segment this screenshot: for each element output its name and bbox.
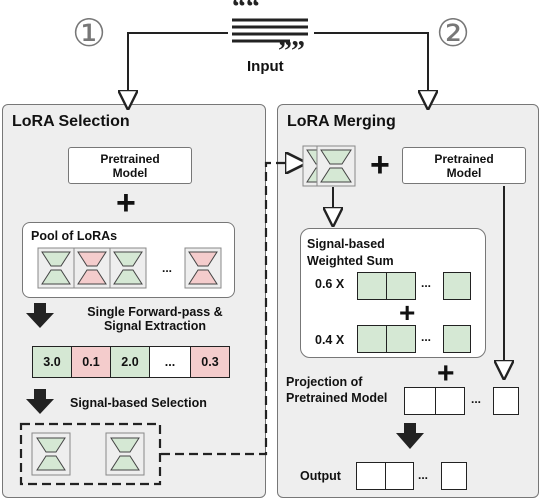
lora-selection-title: LoRA Selection bbox=[12, 113, 130, 130]
coefficient-label-1: 0.6 X bbox=[315, 277, 345, 291]
svg-text:“: “ bbox=[232, 0, 246, 23]
pretrained-model-box-right: Pretrained Model bbox=[402, 147, 526, 184]
selected-lora-icon bbox=[31, 432, 71, 476]
signal-selection-label: Signal-based Selection bbox=[70, 396, 207, 410]
svg-text:”: ” bbox=[278, 36, 292, 67]
weighted-sum-title: Signal-based Weighted Sum bbox=[307, 237, 394, 268]
score-cell: 3.0 bbox=[32, 346, 72, 378]
weighted-cell bbox=[386, 272, 416, 300]
lora-merging-title: LoRA Merging bbox=[287, 113, 396, 130]
weighted-cell bbox=[386, 325, 416, 353]
weighted-cell bbox=[357, 325, 387, 353]
projection-label: Projection of Pretrained Model bbox=[286, 375, 388, 405]
score-cell: 0.1 bbox=[71, 346, 111, 378]
weighted-ellipsis-2: ... bbox=[421, 330, 432, 344]
plus-sign-projection: + bbox=[437, 357, 455, 390]
input-arrow-left bbox=[128, 32, 228, 100]
step-2-marker: ② bbox=[436, 13, 471, 55]
selection-to-merging-connector bbox=[161, 163, 296, 456]
down-arrow-output bbox=[396, 423, 424, 449]
pool-of-loras-title: Pool of LoRAs bbox=[31, 229, 118, 243]
output-label: Output bbox=[300, 469, 341, 483]
plus-sign-weighted: + bbox=[399, 297, 416, 328]
coefficient-label-2: 0.4 X bbox=[315, 333, 345, 347]
input-label: Input bbox=[247, 58, 284, 75]
pool-ellipsis: ... bbox=[162, 261, 173, 275]
weighted-ellipsis-1: ... bbox=[421, 276, 432, 290]
svg-text:”: ” bbox=[291, 36, 305, 67]
score-cell: 0.3 bbox=[190, 346, 230, 378]
projection-cell bbox=[493, 387, 519, 415]
down-arrow-forward bbox=[26, 303, 54, 328]
score-cell: 2.0 bbox=[110, 346, 150, 378]
merged-lora-stack bbox=[302, 145, 356, 187]
selected-loras-box bbox=[19, 422, 162, 486]
weighted-cell bbox=[443, 272, 471, 300]
weighted-cell bbox=[443, 325, 471, 353]
selected-lora-icon bbox=[105, 432, 145, 476]
svg-text:“: “ bbox=[246, 0, 260, 23]
input-text-icon: “ “ ” ” bbox=[232, 0, 308, 67]
projection-cell bbox=[435, 387, 465, 415]
plus-sign-left: + bbox=[116, 184, 136, 222]
plus-sign-right-top: + bbox=[370, 146, 390, 184]
pretrained-model-box-left: Pretrained Model bbox=[68, 147, 192, 184]
output-cell bbox=[441, 462, 467, 490]
output-ellipsis: ... bbox=[418, 468, 429, 482]
projection-ellipsis: ... bbox=[471, 392, 482, 406]
output-cell bbox=[385, 462, 414, 490]
down-arrow-selection bbox=[26, 389, 54, 414]
step-1-marker: ① bbox=[72, 13, 107, 55]
input-arrow-right bbox=[314, 32, 428, 100]
pool-lora-icons bbox=[37, 247, 222, 289]
projection-cell bbox=[404, 387, 436, 415]
weighted-cell bbox=[357, 272, 387, 300]
forward-pass-label: Single Forward-pass & Signal Extraction bbox=[87, 305, 223, 333]
